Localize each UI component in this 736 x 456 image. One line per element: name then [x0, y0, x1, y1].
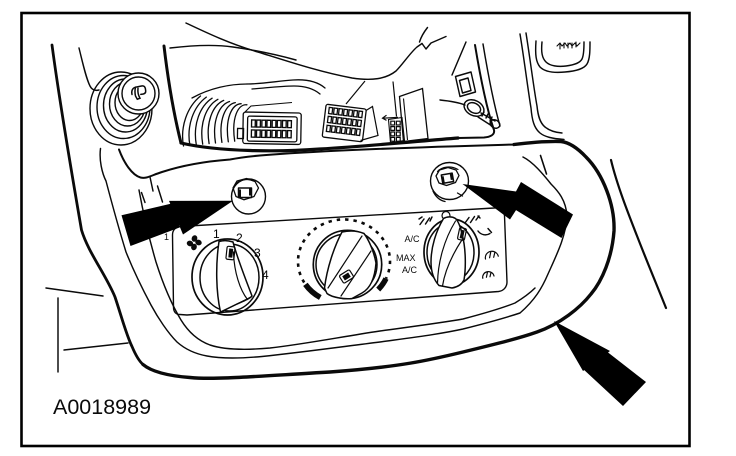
svg-text:3: 3	[254, 246, 261, 260]
svg-text:2: 2	[236, 231, 243, 245]
svg-text:A0018989: A0018989	[53, 395, 151, 419]
svg-text:4: 4	[262, 268, 269, 282]
svg-text:A/C: A/C	[405, 234, 421, 244]
svg-text:A/C: A/C	[402, 265, 418, 275]
svg-text:MAX: MAX	[396, 253, 416, 263]
svg-text:1: 1	[164, 232, 169, 242]
svg-text:1: 1	[213, 227, 220, 241]
